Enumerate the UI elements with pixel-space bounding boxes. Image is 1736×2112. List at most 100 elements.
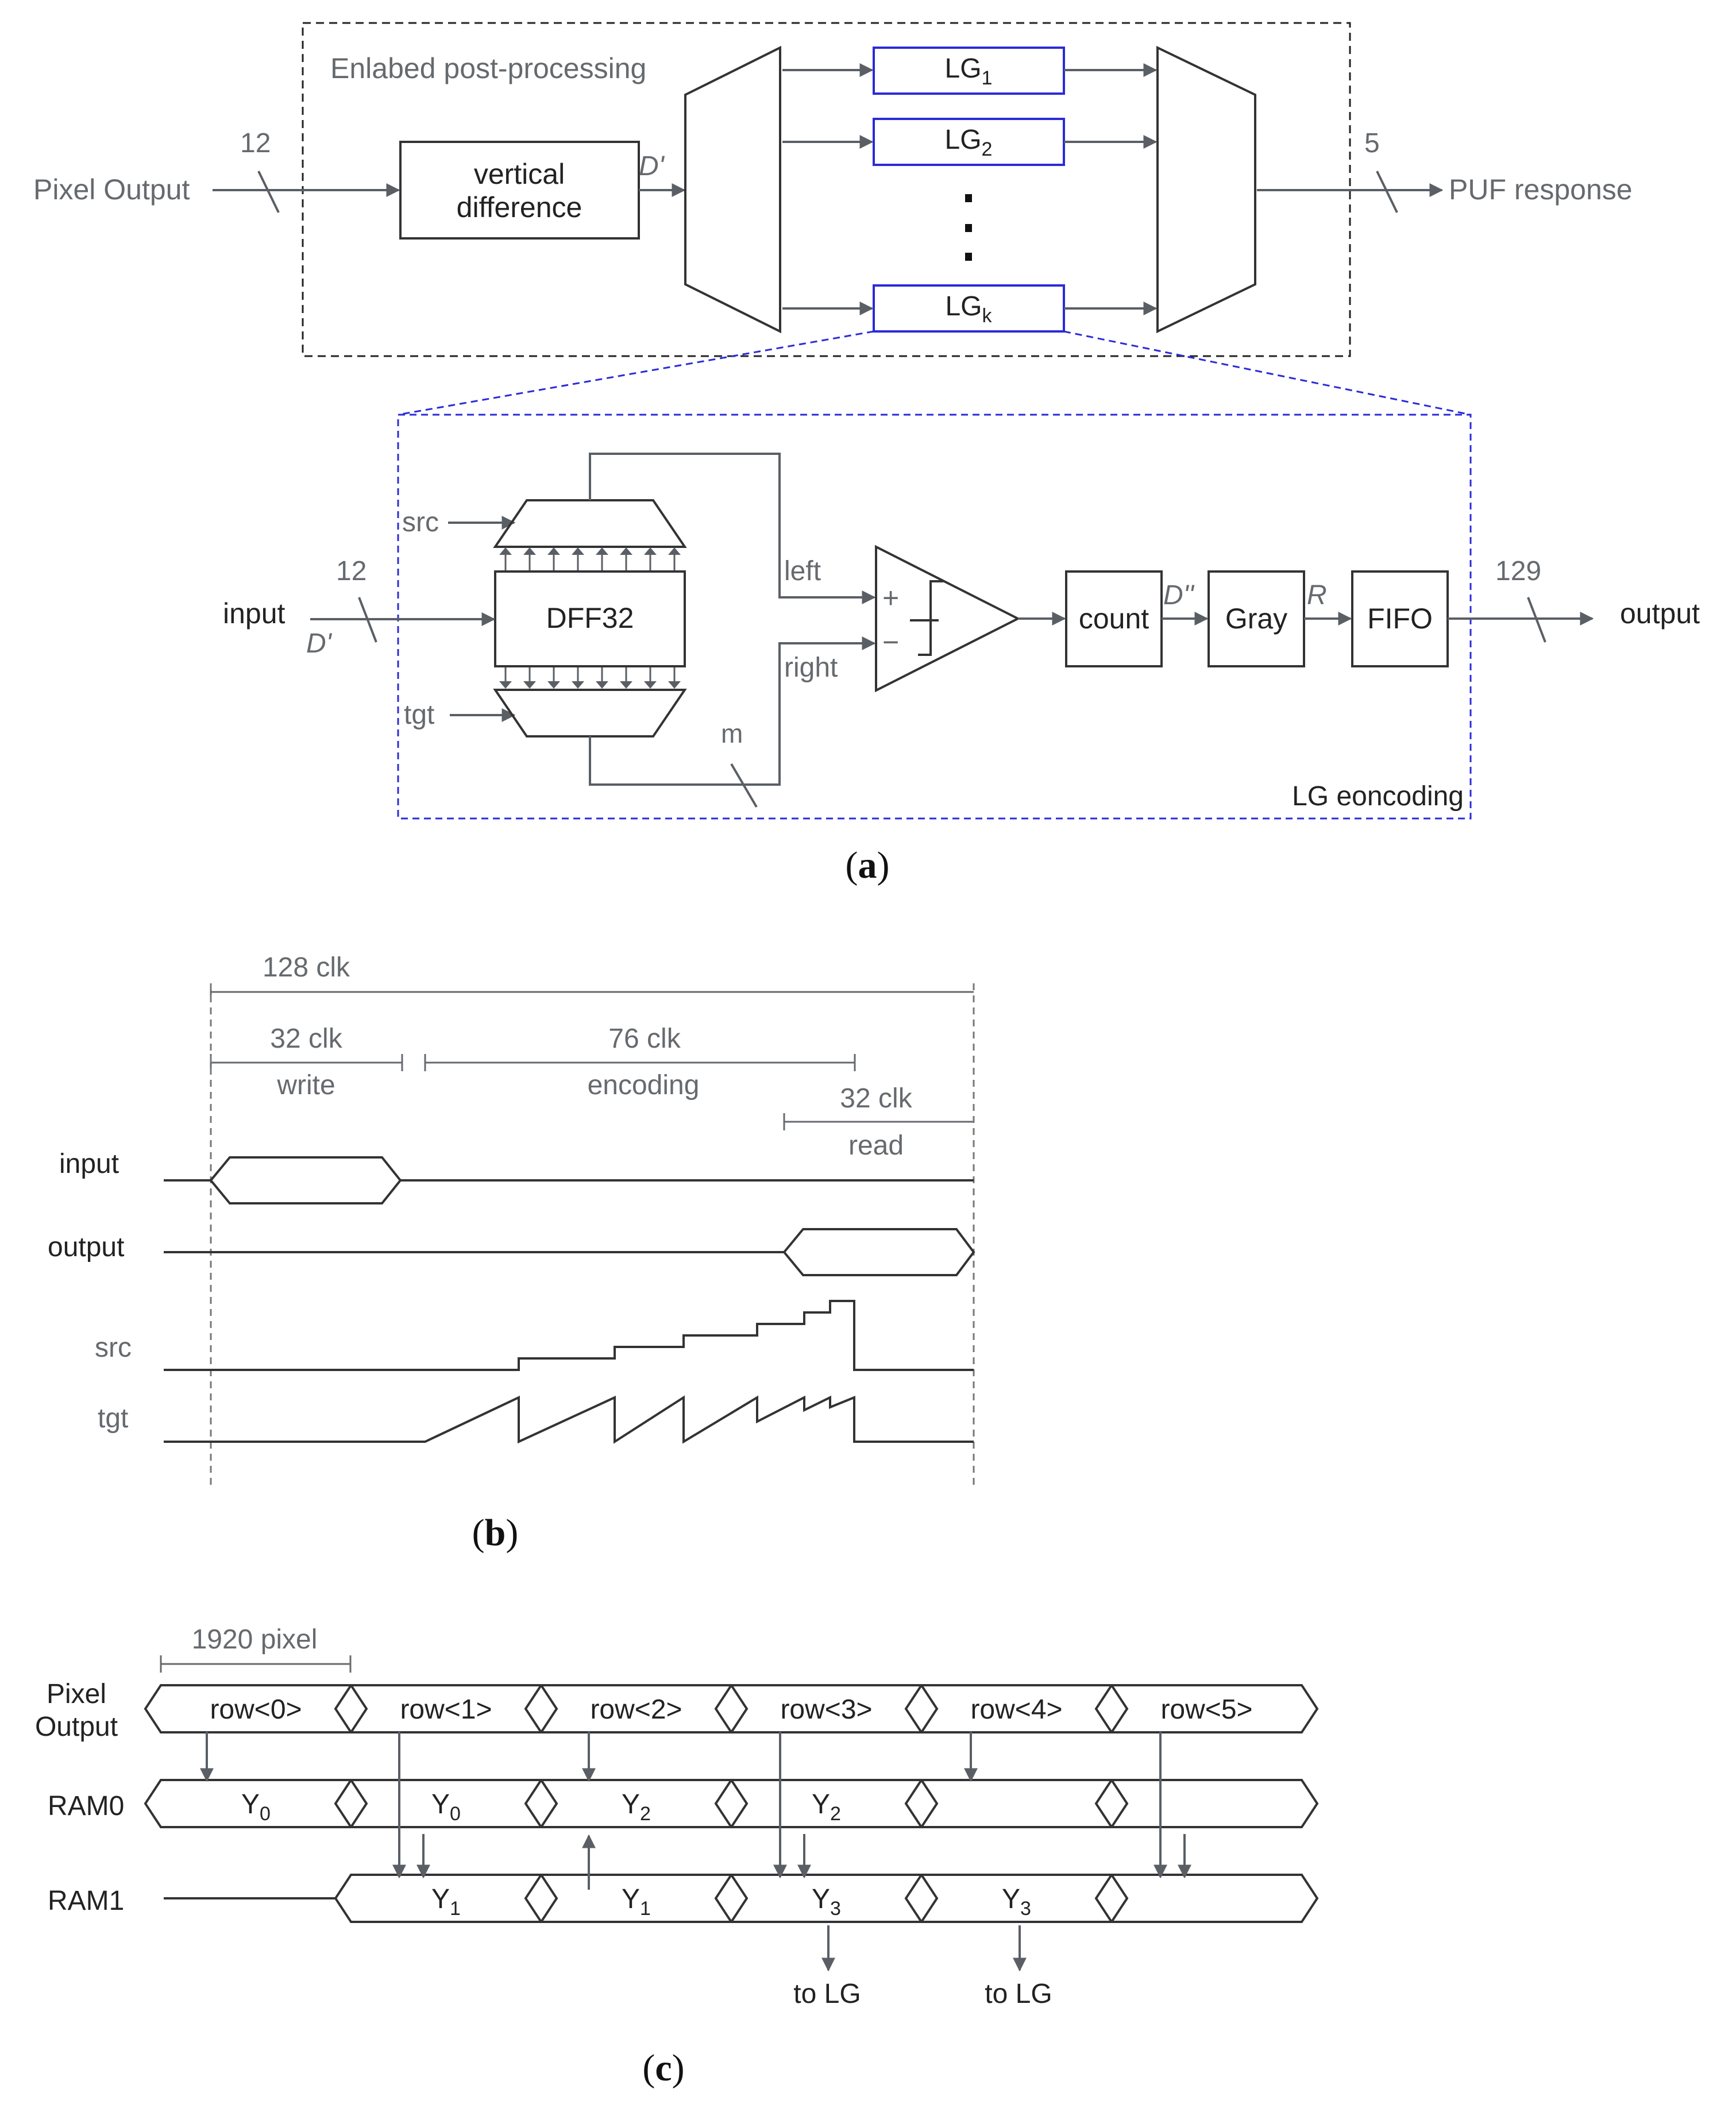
input-label: input: [223, 597, 286, 630]
count-label: count: [1079, 603, 1149, 635]
pixel-output-label: Pixel Output: [33, 173, 190, 206]
r-label: R: [1307, 580, 1327, 611]
output-signal-label: output: [48, 1232, 124, 1262]
dff-down-arrow: [644, 681, 657, 689]
dff-down-arrows: [499, 667, 681, 689]
panel-c: 1920 pixel Pixel Output RAM0 RAM1 row<0>…: [35, 1624, 1319, 2089]
lg2-label: LG2: [945, 125, 993, 160]
row-label: row<3>: [780, 1694, 872, 1725]
write-clk-label: 32 clk: [270, 1024, 342, 1054]
ram0-cell: [1094, 1779, 1319, 1828]
row-label: row<1>: [400, 1694, 492, 1725]
puf-response-label: PUF response: [1449, 173, 1633, 206]
input-d-prime: D': [306, 628, 333, 659]
comparator: [875, 545, 1021, 693]
pixel-output-cell: [144, 1684, 368, 1733]
dff-down-arrow: [523, 681, 536, 689]
ram1-value: Y3: [1002, 1884, 1031, 1920]
right-route: [589, 636, 876, 786]
caption-c: (c): [642, 2047, 684, 2089]
demux: [684, 45, 781, 334]
input-signal-label: input: [59, 1149, 119, 1179]
pixel-output-cell: [904, 1684, 1129, 1733]
ram1-cell: [1094, 1874, 1319, 1923]
ram0-cell: [334, 1779, 558, 1828]
pixel-output-label-c1: Pixel: [47, 1679, 106, 1709]
ram1-cell: [524, 1874, 749, 1923]
vertical-difference-label-2: difference: [457, 191, 582, 223]
lgk-block: [873, 284, 1065, 333]
pixel-output-cell: [334, 1684, 558, 1733]
pixel-output-cell: [714, 1684, 939, 1733]
ram1-value: Y1: [622, 1884, 651, 1920]
span-label: 1920 pixel: [192, 1624, 318, 1655]
pixel-output-cell: [524, 1684, 749, 1733]
pixel-output-label-c2: Output: [35, 1712, 118, 1742]
lg1-block: [873, 47, 1065, 95]
dff-up-arrow: [620, 547, 632, 555]
gray-label: Gray: [1225, 603, 1287, 635]
tgt-selector: [493, 689, 687, 738]
bus-out-width: 5: [1364, 128, 1380, 159]
write-label: write: [276, 1070, 335, 1101]
dff-down-arrow: [596, 681, 608, 689]
input-signal-pulse: [209, 1156, 402, 1204]
ram0-value: Y0: [241, 1789, 271, 1825]
tgt-label: tgt: [404, 700, 434, 730]
ram1-cell: [904, 1874, 1129, 1923]
lg-encoding-label: LG eoncoding: [1292, 781, 1464, 812]
vertical-ellipsis-dot-3: [965, 253, 972, 261]
tgt-signal-waveform: [164, 1395, 974, 1444]
fifo-label: FIFO: [1367, 603, 1433, 635]
ram1-cell: [334, 1874, 558, 1923]
d-prime-label: D': [639, 151, 665, 182]
vertical-difference-label-1: vertical: [474, 158, 565, 190]
dff-up-arrow: [596, 547, 608, 555]
dff-up-arrow: [523, 547, 536, 555]
comparator-plus: +: [882, 582, 899, 614]
encoding-label: encoding: [588, 1070, 700, 1101]
ram0-cell: [904, 1779, 1129, 1828]
ram1-cell: [714, 1874, 939, 1923]
output-bus-slash: [1527, 597, 1546, 643]
comparator-minus: −: [882, 626, 899, 658]
dff-down-arrow: [499, 681, 512, 689]
zoom-line-left: [398, 330, 874, 416]
ram0-cell: [524, 1779, 749, 1828]
encoding-clk-label: 76 clk: [608, 1024, 681, 1054]
lg-encoding-box: [397, 414, 1472, 820]
ram1-value: Y3: [812, 1884, 841, 1920]
bus-slash-out: [1376, 171, 1398, 213]
read-clk-label: 32 clk: [840, 1083, 912, 1114]
dff-up-arrow: [499, 547, 512, 555]
caption-a: (a): [846, 844, 890, 886]
read-label: read: [848, 1130, 904, 1161]
dff-down-arrow: [620, 681, 632, 689]
lg1-label: LG1: [945, 53, 993, 89]
ram0-value: Y0: [431, 1789, 461, 1825]
panel-b: 128 clk 32 clk write 76 clk encoding 32 …: [48, 952, 975, 1554]
output-label: output: [1620, 597, 1700, 630]
mux: [1156, 45, 1256, 334]
ram0-cell: [714, 1779, 939, 1828]
pixel-output-cell: [1094, 1684, 1319, 1733]
src-signal-label: src: [95, 1333, 132, 1363]
dff-up-arrow: [644, 547, 657, 555]
vertical-difference-block: [399, 141, 640, 240]
ram1-value: Y1: [431, 1884, 461, 1920]
src-signal-waveform: [164, 1300, 974, 1371]
bus-in-width: 12: [240, 128, 271, 159]
right-label: right: [784, 652, 838, 683]
dff-up-arrow: [668, 547, 681, 555]
hysteresis-icon: [918, 580, 943, 656]
m-label: m: [721, 719, 743, 748]
left-label: left: [784, 556, 821, 586]
src-label: src: [402, 507, 439, 538]
ram0-cell: [144, 1779, 368, 1828]
lgk-label: LGk: [945, 291, 992, 327]
dff32-label: DFF32: [546, 602, 634, 634]
m-bus-slash: [730, 763, 758, 808]
zoom-line-right: [1063, 330, 1471, 416]
